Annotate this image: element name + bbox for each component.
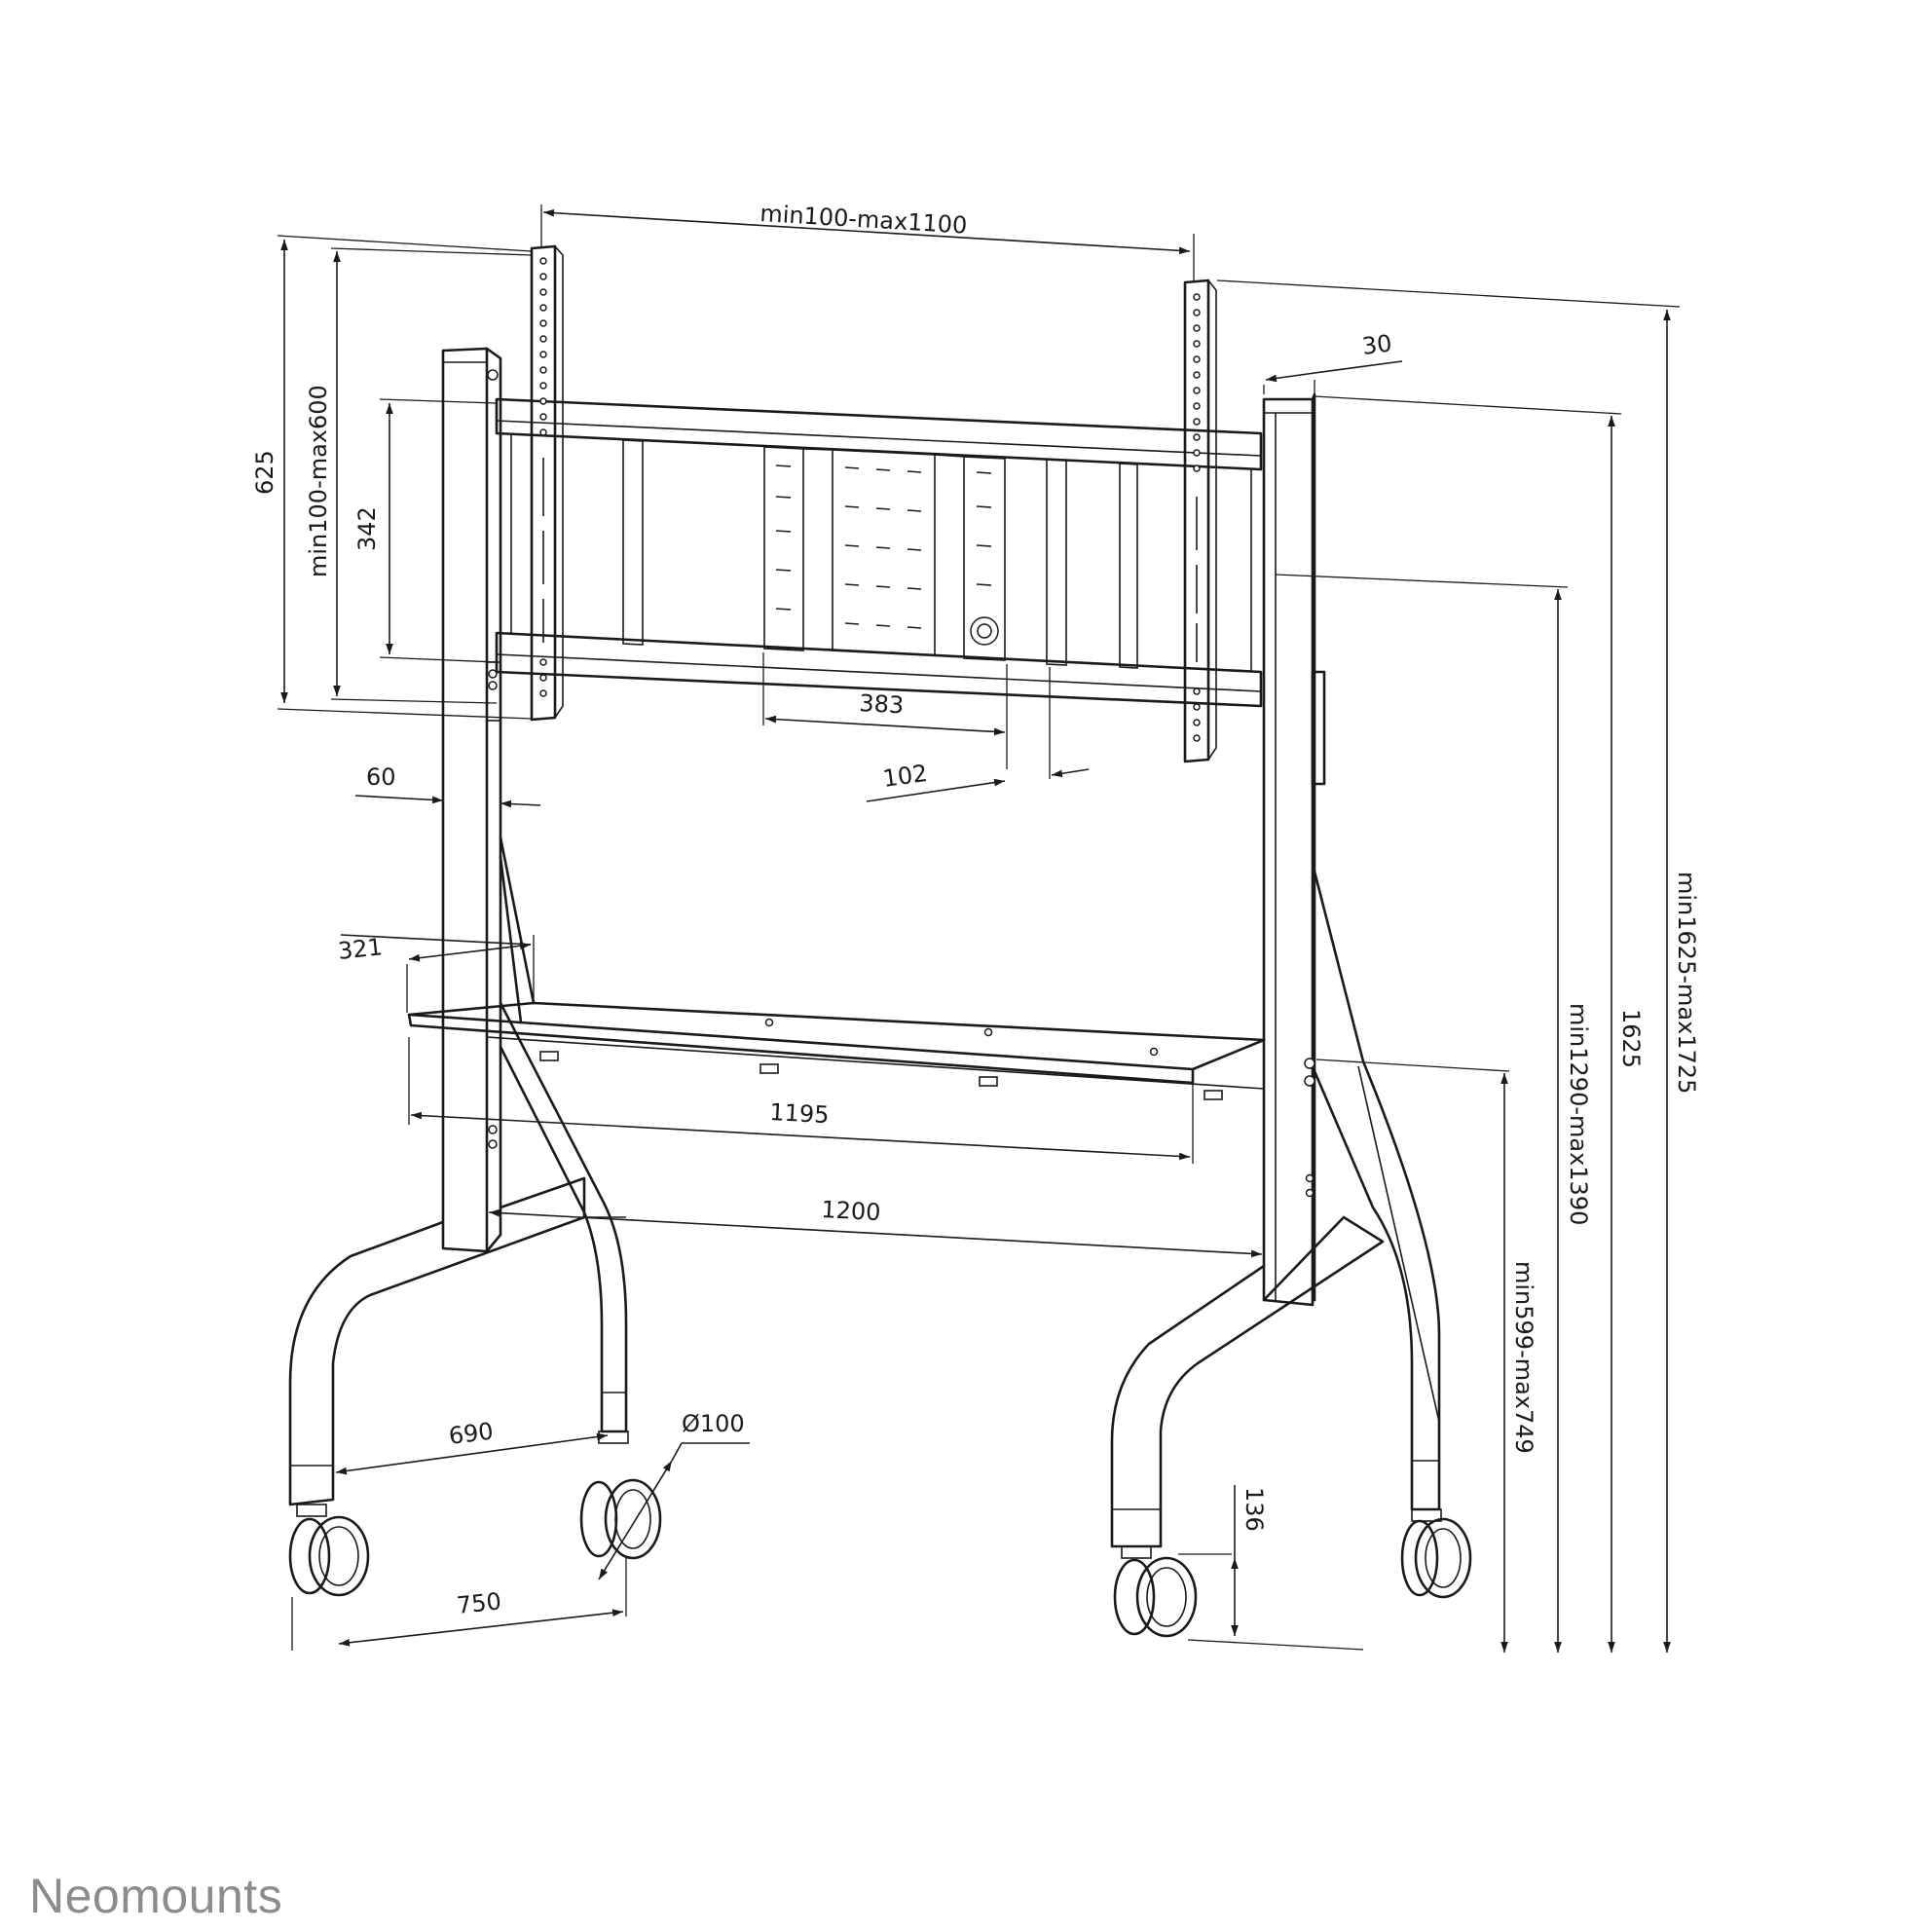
dim-shelf-height: min599-max749 xyxy=(1510,1261,1537,1454)
shelf xyxy=(407,1001,1266,1100)
dim-total-height: min1625-max1725 xyxy=(1673,872,1700,1094)
dim-bracket-spacing: 383 xyxy=(859,689,905,719)
right-column xyxy=(1262,392,1326,1307)
dim-shelf-width: 1195 xyxy=(769,1098,830,1129)
caster-front-left xyxy=(288,1504,370,1597)
dim-caster-height: 136 xyxy=(1241,1487,1268,1532)
caster-rear-left xyxy=(579,1430,662,1560)
dim-foot-spacing: 690 xyxy=(447,1418,495,1450)
dim-shelf-depth: 321 xyxy=(337,933,384,965)
rear-struts xyxy=(499,836,1441,1511)
dim-column-spacing: 1200 xyxy=(821,1196,881,1226)
dim-base-depth: 750 xyxy=(456,1587,502,1619)
dim-bar-spacing: 342 xyxy=(353,506,381,551)
dim-mount-height: min1290-max1390 xyxy=(1565,1003,1592,1225)
center-adapter-plate xyxy=(763,446,1006,661)
dim-column-height: 1625 xyxy=(1617,1009,1645,1068)
shelf-fixings xyxy=(539,1051,1223,1100)
dim-rail-height: 625 xyxy=(251,450,278,495)
dim-column-width: 60 xyxy=(366,763,396,791)
left-column xyxy=(441,347,502,1253)
dimension-labels: min100-max1100 625 min100-max600 342 30 … xyxy=(251,200,1700,1619)
mounting-frame xyxy=(495,397,1263,708)
dim-vesa-height: min100-max600 xyxy=(305,385,332,577)
dim-interface-depth: 30 xyxy=(1360,329,1393,360)
caster-front-right xyxy=(1113,1545,1198,1638)
dim-bracket-offset: 102 xyxy=(881,760,929,793)
caster-rear-right xyxy=(1400,1508,1472,1599)
right-foot xyxy=(1110,1215,1439,1548)
right-vesa-rail xyxy=(1183,279,1217,763)
dim-caster-diameter: Ø100 xyxy=(682,1410,745,1437)
brand-logo: Neomounts xyxy=(29,1869,283,1923)
left-vesa-rail xyxy=(530,244,564,722)
dim-vesa-width: min100-max1100 xyxy=(759,200,968,240)
dimension-lines xyxy=(277,204,1681,1653)
